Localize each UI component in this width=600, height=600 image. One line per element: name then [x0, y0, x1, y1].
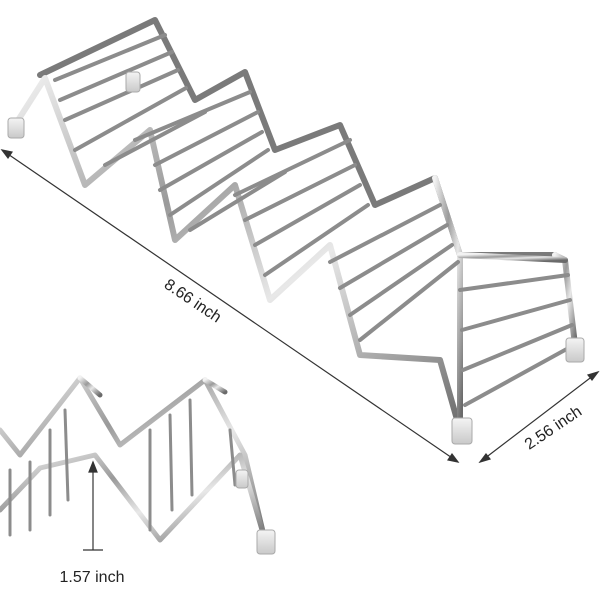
rack-feet: [7, 71, 585, 445]
height-dimension: [83, 460, 103, 551]
width-label: 2.56 inch: [522, 403, 585, 453]
height-label: 1.57 inch: [60, 569, 125, 586]
length-dimension: [0, 149, 460, 463]
length-label: 8.66 inch: [161, 276, 224, 326]
width-dimension: [478, 370, 600, 464]
main-rack: [7, 17, 585, 445]
side-view-rack: [0, 375, 276, 555]
